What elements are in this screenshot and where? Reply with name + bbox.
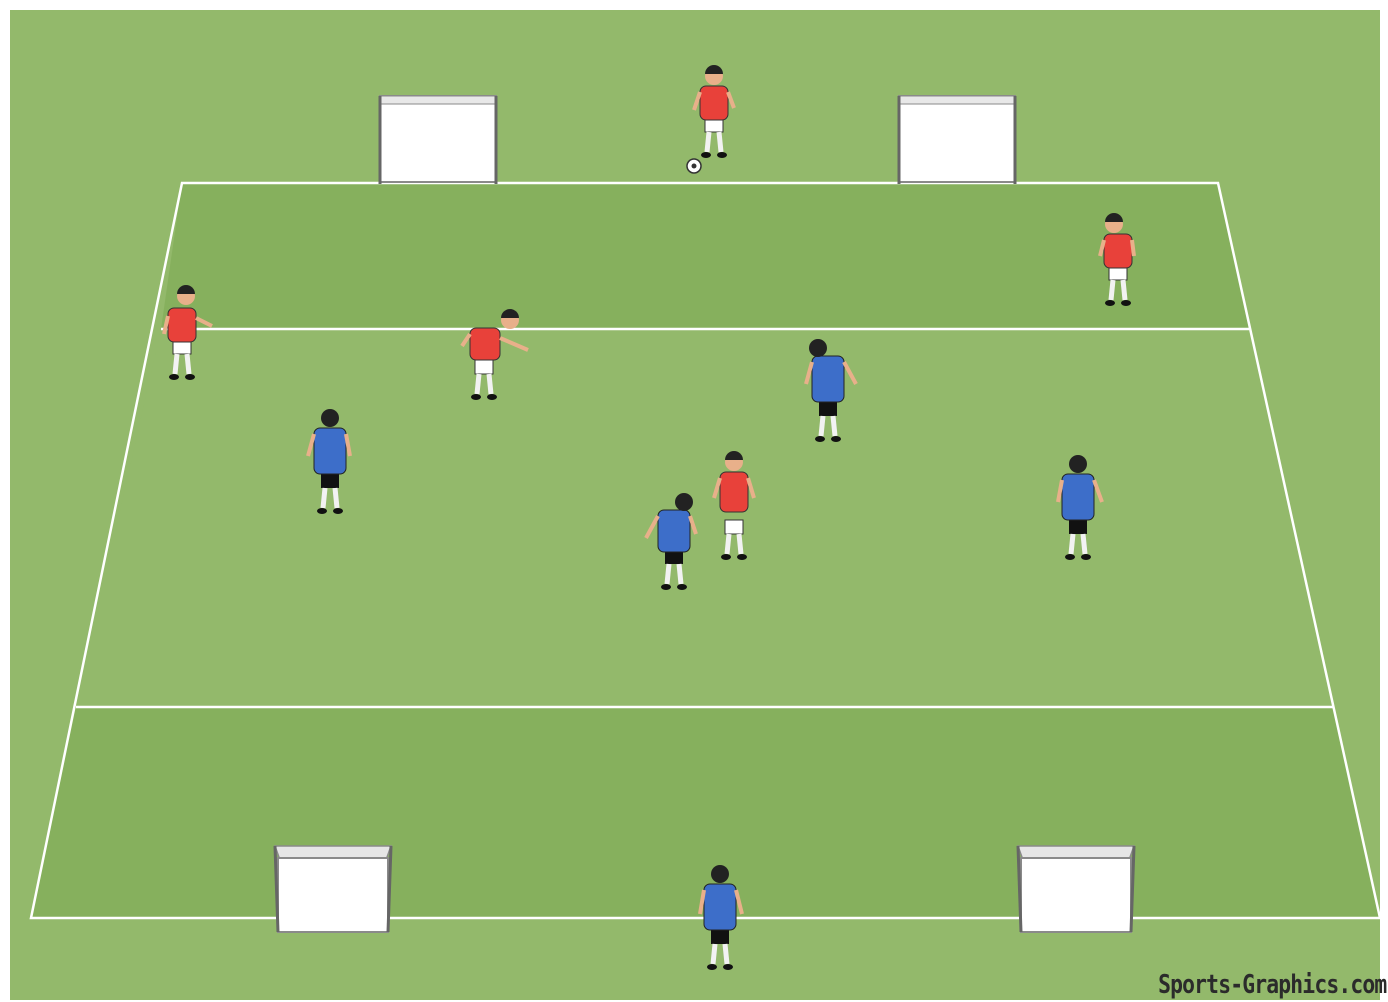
bottom-right-goal: [1018, 846, 1134, 932]
top-left-goal: [380, 96, 496, 184]
bottom-left-goal: [275, 846, 391, 932]
watermark-text: Sports-Graphics.com: [1158, 970, 1386, 1000]
top-right-goal: [899, 96, 1015, 184]
top-end-zone: [161, 183, 1249, 329]
middle-zone: [76, 329, 1334, 707]
ball: [687, 159, 701, 173]
